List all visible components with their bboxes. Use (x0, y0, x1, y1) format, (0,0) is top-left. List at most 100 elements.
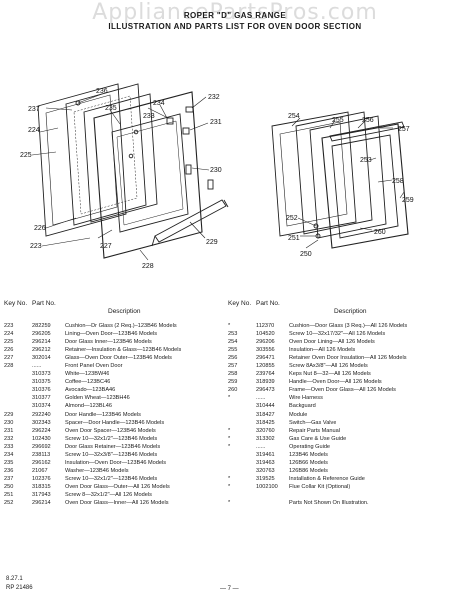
insulation-235 (65, 83, 147, 226)
part-number: 320760 (256, 427, 275, 434)
part-key: 255 (228, 347, 238, 354)
part-description: Avocado—123BA46 (65, 387, 116, 394)
part-key: 233 (4, 443, 14, 450)
part-description: Screw 10—32x1/2"—123B46 Models (65, 435, 158, 442)
part-number: 302014 (32, 355, 51, 362)
part-number: 296473 (256, 387, 275, 394)
part-number: 296224 (32, 427, 51, 434)
part-number: 239764 (256, 371, 275, 378)
part-key: 229 (4, 411, 14, 418)
part-description: Screw 8Ax3/8"—All 126 Models (289, 363, 368, 370)
part-number: 319525 (256, 475, 275, 482)
part-description: Insulation—Oven Door—123B46 Models (65, 459, 167, 466)
part-description: Screw 10—32x17/32"—All 126 Models (289, 331, 386, 338)
header-description-left: Description (108, 308, 141, 315)
part-key: 259 (228, 379, 238, 386)
part-key (4, 370, 32, 378)
part-description: Wire Harness (289, 395, 323, 402)
part-key: 235 (4, 459, 14, 466)
callout-233: 233 (143, 113, 155, 120)
part-number: 319461 (256, 451, 275, 458)
part-description: Spacer—Door Handle—123B46 Models (65, 419, 165, 426)
part-key (228, 419, 256, 427)
door-lining-224 (37, 83, 127, 237)
part-number: 318939 (256, 379, 275, 386)
part-key: 251 (4, 491, 14, 498)
part-number: 296212 (32, 347, 51, 354)
callout-237: 237 (28, 106, 40, 113)
part-number: 317943 (32, 491, 51, 498)
title-line-1: ROPER "D" GAS RANGE (183, 11, 287, 20)
part-description: Cushion—Door Glass (3 Req.)—All 126 Mode… (289, 323, 408, 329)
part-key: * (228, 395, 231, 402)
part-number: 310376 (32, 387, 51, 394)
part-number: 282259 (32, 323, 51, 329)
part-key: 230 (4, 419, 14, 426)
parts-row: 228......Front Panel Oven Door (4, 362, 222, 370)
part-description: Keps Nut 8—32—All 126 Models (289, 371, 371, 378)
callout-255: 255 (332, 117, 344, 124)
page-title: ROPER "D" GAS RANGE ILLUSTRATION AND PAR… (0, 10, 470, 32)
part-key: * (228, 475, 231, 482)
part-description: Handle—Oven Door—All 126 Models (289, 379, 382, 386)
door-handle-259 (329, 121, 405, 142)
callout-226: 226 (34, 225, 46, 232)
part-number (256, 499, 289, 507)
oven-door-lining-254 (271, 111, 357, 237)
part-key: 253 (228, 331, 238, 338)
part-description: Operating Guide (289, 443, 331, 450)
retainer-256 (309, 115, 387, 239)
parts-row: 235 296162 Insulation—Oven Door—123B46 Mod… (4, 459, 222, 467)
part-key: 226 (4, 347, 14, 354)
part-description: Retainer—Insulation & Glass—123B46 Model… (65, 347, 182, 354)
part-key: 237 (4, 475, 14, 482)
part-description: 126B66 Models (289, 459, 328, 466)
parts-row: 319463 126B66 Models (228, 459, 466, 467)
part-key (228, 402, 256, 410)
part-number: 318427 (256, 411, 275, 418)
part-description: Front Panel Oven Door (65, 363, 123, 370)
part-description: Screw 10—32x3/8"—123B46 Models (65, 451, 158, 458)
part-key: 227 (4, 355, 14, 362)
part-key: 256 (228, 355, 238, 362)
part-description: Flue Collar Kit (Optional) (289, 483, 351, 490)
part-number: 310444 (256, 403, 275, 410)
part-key (228, 459, 256, 467)
part-key (4, 402, 32, 410)
callout-253: 253 (360, 157, 372, 164)
part-number: 292240 (32, 411, 51, 418)
part-number: 319463 (256, 459, 275, 466)
part-key: * (228, 443, 231, 450)
part-key: 225 (4, 339, 14, 346)
part-number: 296214 (32, 500, 51, 507)
callout-260: 260 (374, 229, 386, 236)
header-part-left: Part No. (32, 300, 56, 307)
part-key: 254 (228, 339, 238, 346)
part-key: * (228, 483, 231, 490)
part-number: 296162 (32, 459, 51, 466)
parts-row: *......Operating Guide (228, 443, 466, 451)
footer-date: 8.27.1 (6, 576, 23, 582)
glass-retainer-226 (83, 93, 158, 223)
door-handle-229 (151, 199, 229, 247)
part-description: Repair Parts Manual (289, 427, 340, 434)
part-description: Oven Door Lining—All 126 Models (289, 339, 375, 346)
callout-250: 250 (300, 251, 312, 258)
part-description: Screw 10—32x1/2"—123B46 Models (65, 475, 158, 482)
